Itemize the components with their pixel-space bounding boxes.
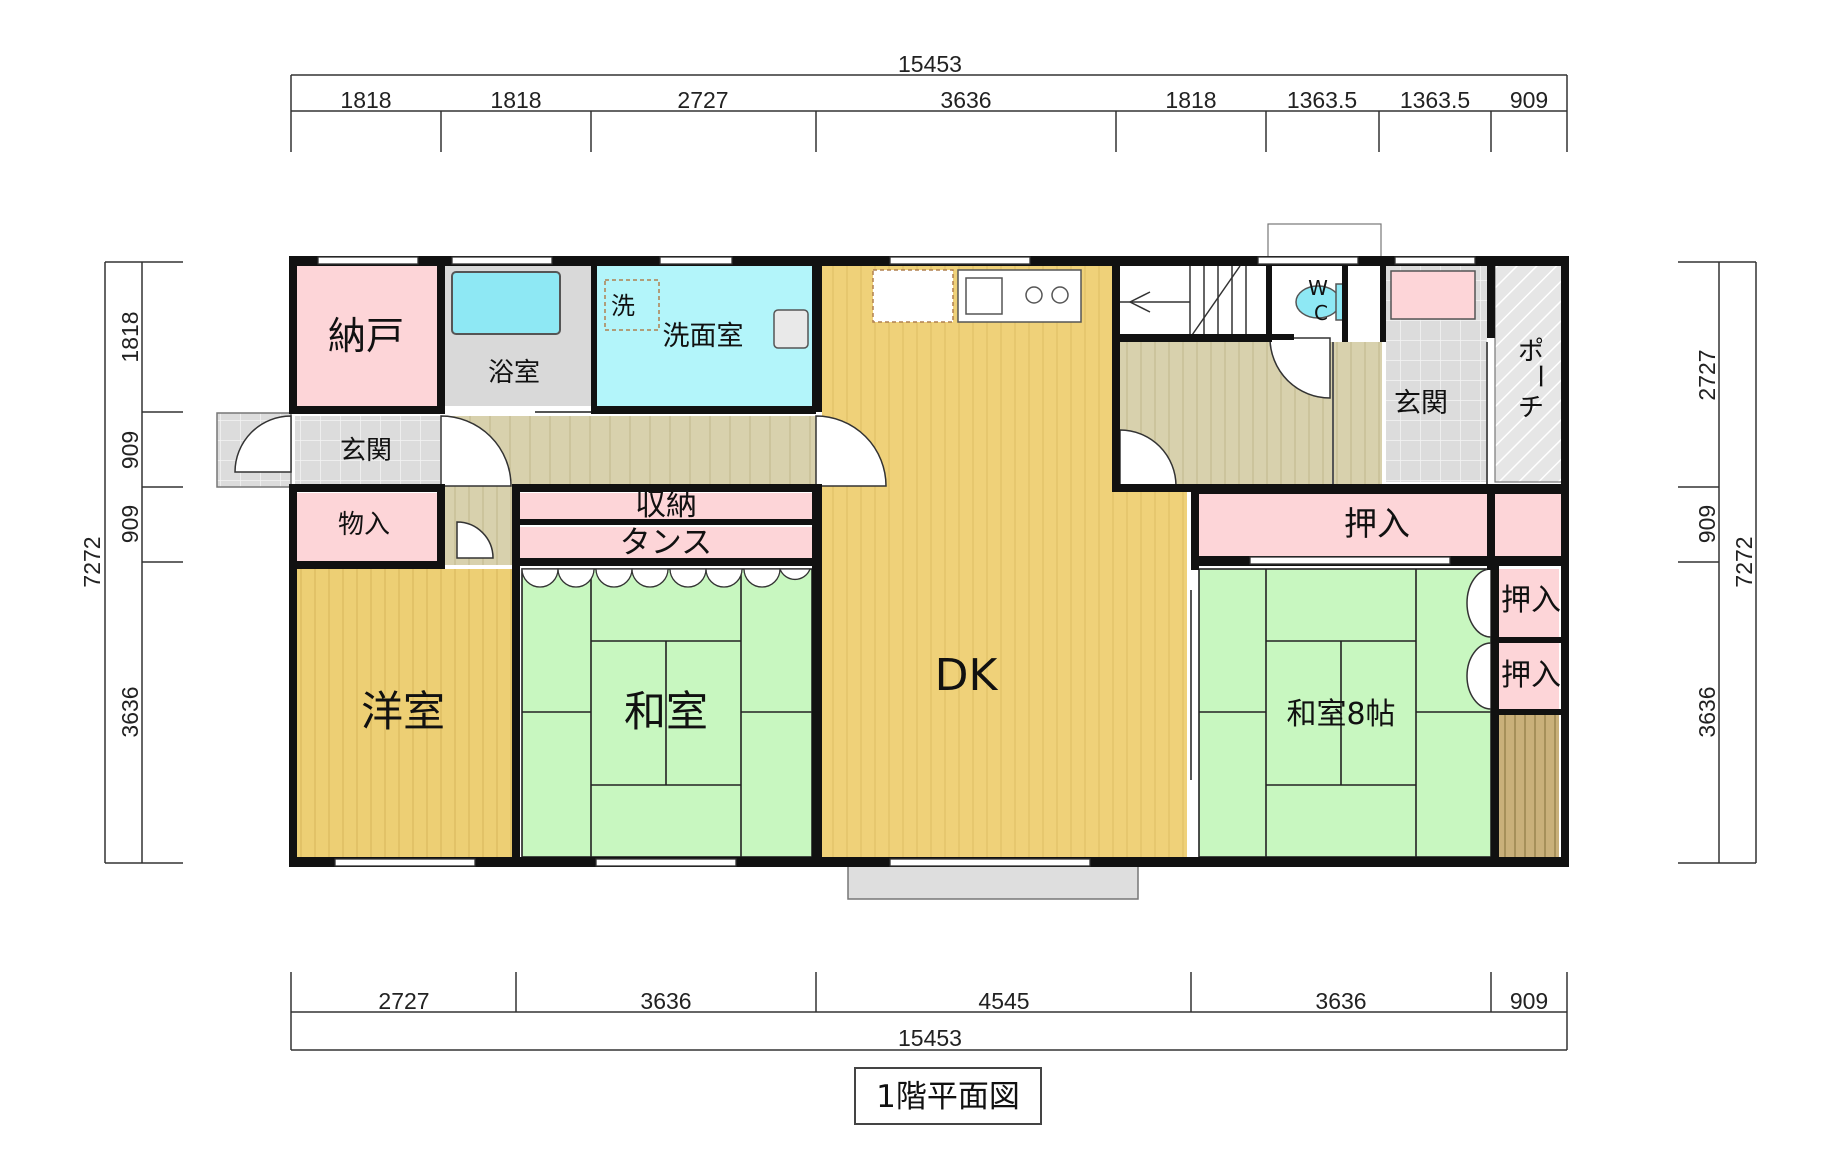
label-shuno: 収納 — [635, 487, 697, 523]
label-wc-c: C — [1314, 301, 1328, 325]
oshiire-big-floor — [1199, 494, 1563, 556]
label-sentaku: 洗 — [611, 292, 635, 320]
left-dimension-4: 3636 — [117, 686, 143, 737]
shoe-box — [1390, 270, 1476, 320]
front-deck — [847, 862, 1139, 900]
oshiire-small-1-floor — [1495, 569, 1559, 637]
top-dimension-2: 1818 — [490, 87, 541, 113]
dimensions-top: 15453 1818 1818 2727 3636 1818 1363.5 13… — [290, 51, 1568, 152]
top-total-dimension: 15453 — [898, 51, 962, 77]
label-washitsu8: 和室8帖 — [1286, 697, 1395, 732]
top-dimension-8: 909 — [1510, 87, 1548, 113]
yoshitsu-floor — [297, 569, 512, 857]
label-oshiire-big: 押入 — [1344, 504, 1410, 543]
right-dimension-3: 3636 — [1694, 686, 1720, 737]
washitsu8-floor — [1199, 569, 1491, 857]
label-genkan-right: 玄関 — [1394, 388, 1448, 419]
dimensions-left: 7272 1818 909 909 3636 — [79, 261, 183, 864]
monoire-floor — [295, 493, 437, 565]
staircase — [1120, 265, 1247, 339]
label-nando: 納戸 — [328, 314, 404, 358]
top-dimension-7: 1363.5 — [1400, 87, 1470, 113]
bottom-dimension-2: 3636 — [640, 988, 691, 1014]
left-dimension-2: 909 — [117, 431, 143, 469]
right-dimension-1: 2727 — [1694, 349, 1720, 400]
label-wc-w: W — [1308, 276, 1328, 300]
left-total-dimension: 7272 — [79, 536, 105, 587]
bottom-total-dimension: 15453 — [898, 1025, 962, 1051]
washer-spot — [604, 279, 660, 331]
left-genkan-floor — [295, 416, 441, 484]
label-washitsu: 和室 — [624, 687, 708, 736]
label-oshiire-small-2: 押入 — [1501, 658, 1561, 693]
left-dimension-1: 1818 — [117, 311, 143, 362]
label-yoshitsu: 洋室 — [361, 687, 445, 736]
label-oshiire-small-1: 押入 — [1501, 583, 1561, 618]
label-porch-1: ポ — [1518, 337, 1544, 367]
wc-window-bay — [1267, 223, 1382, 259]
label-yokushitsu: 浴室 — [488, 358, 540, 388]
nando-floor — [295, 266, 441, 412]
dimensions-bottom: 2727 3636 4545 3636 909 15453 — [290, 972, 1568, 1051]
label-genkan-left: 玄関 — [340, 436, 392, 466]
label-porch-3: チ — [1518, 393, 1544, 423]
porch-area — [1494, 261, 1568, 483]
right-dimension-2: 909 — [1694, 505, 1720, 543]
right-total-dimension: 7272 — [1731, 536, 1757, 587]
label-senmenjo: 洗面室 — [663, 321, 744, 352]
label-porch-2: ー — [1524, 363, 1554, 389]
vanity — [773, 309, 809, 349]
bottom-dimension-3: 4545 — [978, 988, 1029, 1014]
oshiire-small-2-floor — [1495, 643, 1559, 709]
dimensions-right: 2727 909 3636 7272 — [1678, 261, 1757, 864]
windows — [317, 256, 1476, 867]
counter — [872, 269, 954, 323]
bathtub — [451, 271, 561, 335]
bottom-dimension-1: 2727 — [378, 988, 429, 1014]
storage-shuno — [520, 493, 812, 519]
label-monoire: 物入 — [338, 510, 390, 540]
closet-rail — [1495, 714, 1559, 857]
top-dimension-4: 3636 — [940, 87, 991, 113]
bottom-dimension-4: 3636 — [1315, 988, 1366, 1014]
label-tansu: タンス — [620, 525, 712, 561]
storage-tansu — [520, 527, 812, 558]
door-swings — [234, 337, 1492, 710]
top-dimension-5: 1818 — [1165, 87, 1216, 113]
top-dimension-3: 2727 — [677, 87, 728, 113]
label-dk: DK — [935, 650, 999, 701]
washitsu-floor — [522, 569, 812, 857]
closet-fold-doors — [521, 568, 811, 588]
kitchen-fixtures — [965, 277, 1069, 315]
top-dimension-6: 1363.5 — [1287, 87, 1357, 113]
bottom-dimension-5: 909 — [1510, 988, 1548, 1014]
top-dimension-1: 1818 — [340, 87, 391, 113]
title-box — [854, 1067, 1042, 1125]
floor-plan-title: 1階平面図 — [876, 1079, 1020, 1115]
left-dimension-3: 909 — [117, 505, 143, 543]
